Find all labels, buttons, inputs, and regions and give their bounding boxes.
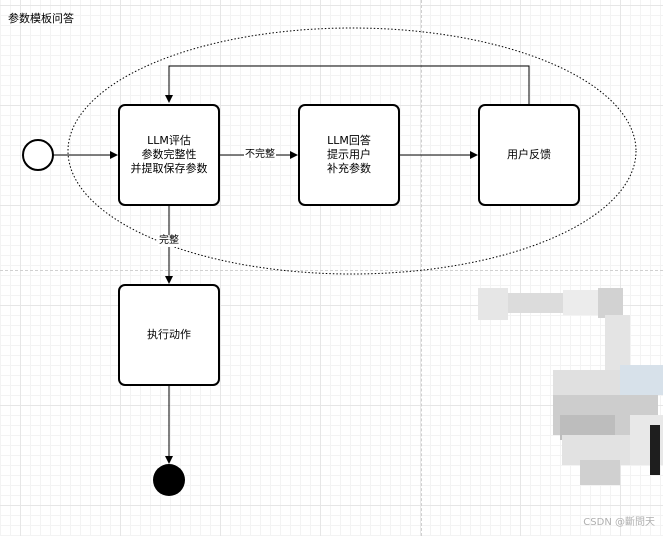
- pixelated-redaction: [470, 285, 663, 495]
- scope-ellipse: [67, 27, 637, 275]
- edge-label-complete: 完整: [158, 235, 180, 247]
- node-llm-reply[interactable]: LLM回答 提示用户 补充参数: [298, 104, 400, 206]
- end-node[interactable]: [153, 464, 185, 496]
- section-divider-vertical: [421, 0, 422, 536]
- watermark: CSDN @斷問天: [583, 517, 655, 528]
- edge-label-incomplete: 不完整: [244, 149, 276, 161]
- start-node[interactable]: [22, 139, 54, 171]
- node-execute-action[interactable]: 执行动作: [118, 284, 220, 386]
- node-user-feedback[interactable]: 用户反馈: [478, 104, 580, 206]
- section-divider-horizontal: [0, 270, 663, 271]
- edge-feedback-to-evaluate: [165, 65, 530, 104]
- node-llm-evaluate[interactable]: LLM评估 参数完整性 并提取保存参数: [118, 104, 220, 206]
- diagram-title: 参数模板问答: [8, 12, 74, 25]
